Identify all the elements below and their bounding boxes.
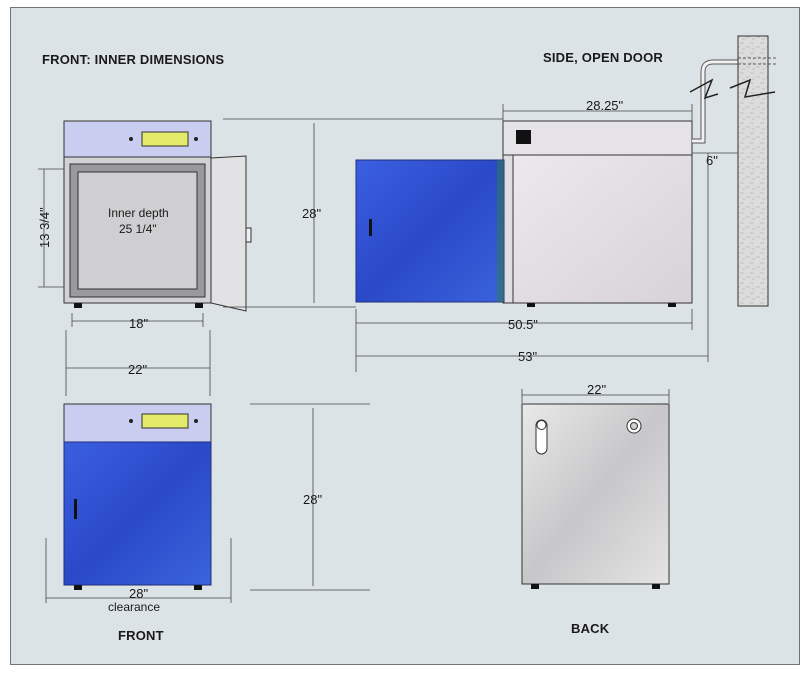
front-clearance-dimension: 28" <box>129 586 149 601</box>
open-depth-dimension: 50.5" <box>508 317 538 332</box>
foot <box>527 303 535 307</box>
front-control-band <box>63 403 212 443</box>
foot <box>194 585 202 590</box>
door-handle <box>74 499 77 519</box>
indicator-dot <box>194 419 198 423</box>
inner-width-dimension: 18" <box>129 316 149 331</box>
open-door <box>210 155 247 312</box>
side-unit <box>355 59 738 307</box>
front-door <box>63 441 212 586</box>
back-title: BACK <box>571 621 610 636</box>
side-open-door <box>355 159 505 303</box>
door-hinge-edge <box>497 160 504 302</box>
indicator-dot <box>194 137 198 141</box>
back-connector-inner <box>630 422 638 430</box>
side-height-dimension: 28" <box>302 206 322 221</box>
front-height-dimension: 28" <box>303 492 323 507</box>
back-dimension-lines <box>521 389 670 403</box>
foot <box>668 303 676 307</box>
door-handle <box>245 227 252 243</box>
display-panel <box>141 131 189 147</box>
wall <box>689 35 776 307</box>
inner-depth-value: 25 1/4" <box>119 222 157 236</box>
foot <box>74 303 82 308</box>
side-top-band <box>502 120 693 156</box>
front-dimension-lines <box>45 403 370 603</box>
inner-chamber <box>77 171 198 290</box>
side-control-icon <box>516 130 531 144</box>
back-port <box>536 420 547 430</box>
front-inner-unit <box>63 120 252 312</box>
front-title: FRONT <box>118 628 164 643</box>
foot <box>195 303 203 308</box>
control-band <box>63 120 212 158</box>
outer-width-dimension: 22" <box>128 362 148 377</box>
inner-height-dimension: 13 3/4" <box>37 207 52 248</box>
wall-gap-dimension: 6" <box>706 153 718 168</box>
back-unit <box>521 403 670 589</box>
side-body <box>511 154 693 304</box>
side-title: SIDE, OPEN DOOR <box>543 50 664 65</box>
front-inner-title: FRONT: INNER DIMENSIONS <box>42 52 225 67</box>
front-unit <box>63 403 212 590</box>
side-dimension-lines <box>223 104 738 372</box>
foot <box>531 584 539 589</box>
front-display-panel <box>141 413 189 429</box>
inner-depth-label: Inner depth <box>108 206 169 220</box>
foot <box>652 584 660 589</box>
side-depth-dimension: 28.25" <box>586 98 624 113</box>
total-depth-dimension: 53" <box>518 349 538 364</box>
indicator-dot <box>129 137 133 141</box>
foot <box>74 585 82 590</box>
front-inner-dimension-lines <box>38 168 211 396</box>
back-width-dimension: 22" <box>587 382 607 397</box>
door-handle <box>369 219 372 236</box>
front-clearance-word: clearance <box>108 600 161 614</box>
indicator-dot <box>129 419 133 423</box>
